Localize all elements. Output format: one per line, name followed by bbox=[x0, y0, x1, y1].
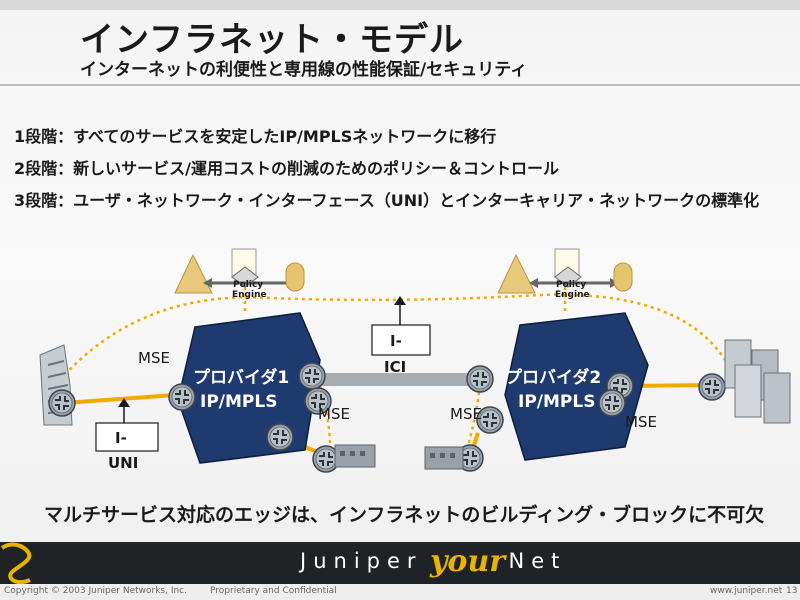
branch-building-icon bbox=[424, 446, 464, 470]
uni-label-top: I- bbox=[115, 429, 127, 447]
step-3: 3段階：ユーザ・ネットワーク・インターフェース（UNI）とインターキャリア・ネッ… bbox=[14, 191, 760, 210]
network-diagram: プロバイダ1 IP/MPLS プロバイダ2 IP/MPLS MSE MSE MS… bbox=[39, 248, 791, 473]
footer-band bbox=[0, 542, 800, 584]
policy-engine-label-1: Policy bbox=[233, 280, 263, 290]
mse-label: MSE bbox=[450, 405, 482, 423]
pyramid-icon bbox=[497, 253, 536, 294]
brand-name: Juniper Net bbox=[300, 549, 566, 573]
policy-engine-left: Policy Engine bbox=[174, 248, 305, 300]
router-icon bbox=[598, 389, 626, 417]
pyramid-icon bbox=[174, 253, 213, 294]
router-icon bbox=[298, 362, 326, 390]
policy-link bbox=[59, 293, 727, 381]
step-1: 1段階：すべてのサービスを安定したIP/MPLSネットワークに移行 bbox=[14, 127, 497, 146]
provider-1-network bbox=[177, 312, 321, 464]
squiggle-icon bbox=[0, 542, 32, 585]
uni-box bbox=[95, 422, 159, 452]
router-icon bbox=[168, 383, 196, 411]
ici-arrowhead bbox=[394, 296, 406, 305]
policy-link bbox=[318, 384, 332, 448]
slide-title: インフラネット・モデル bbox=[80, 20, 464, 60]
uni-arrowhead bbox=[118, 398, 130, 407]
copyright-text: Copyright © 2003 Juniper Networks, Inc. bbox=[4, 586, 187, 596]
footer-url: www.juniper.net bbox=[710, 586, 783, 596]
brand-juniper: Juniper bbox=[300, 549, 423, 573]
confidential-text: Proprietary and Confidential bbox=[210, 586, 337, 596]
router-icon bbox=[266, 423, 294, 451]
ici-box bbox=[371, 324, 431, 356]
database-icon bbox=[613, 262, 633, 292]
top-band bbox=[0, 0, 800, 10]
arrowhead bbox=[529, 278, 538, 288]
policy-engine-label-1: Policy bbox=[556, 280, 586, 290]
provider-2-net: IP/MPLS bbox=[518, 392, 595, 412]
ici-label-top: I- bbox=[390, 332, 402, 350]
server-cluster-icon bbox=[724, 339, 791, 424]
policy-engine-label-2: Engine bbox=[232, 290, 267, 300]
database-icon bbox=[285, 262, 305, 292]
provider-1-name: プロバイダ1 bbox=[193, 367, 289, 388]
policy-engine-label-2: Engine bbox=[555, 290, 590, 300]
step-2: 2段階：新しいサービス/運用コストの削減のためのポリシー＆コントロール bbox=[14, 159, 559, 178]
router-icon bbox=[698, 373, 726, 401]
brand-net: Net bbox=[508, 549, 567, 573]
provider-2-network bbox=[504, 312, 649, 461]
mse-label: MSE bbox=[625, 413, 657, 431]
uni-label-bottom: UNI bbox=[108, 454, 138, 472]
ici-link bbox=[318, 373, 483, 386]
ici-label-bottom: ICI bbox=[384, 358, 406, 376]
provider-1-net: IP/MPLS bbox=[200, 392, 277, 412]
brand-script: your bbox=[430, 544, 506, 579]
router-icon bbox=[48, 389, 76, 417]
mse-label: MSE bbox=[138, 349, 170, 367]
branch-building-icon bbox=[334, 444, 376, 468]
mse-label: MSE bbox=[318, 405, 350, 423]
arrowhead bbox=[203, 278, 212, 288]
policy-engine-right: Policy Engine bbox=[497, 248, 633, 300]
title-divider bbox=[0, 84, 800, 86]
router-icon bbox=[466, 365, 494, 393]
provider-2-name: プロバイダ2 bbox=[505, 367, 601, 388]
page-number: 13 bbox=[786, 586, 798, 596]
conclusion-text: マルチサービス対応のエッジは、インフラネットのビルディング・ブロックに不可欠 bbox=[44, 504, 765, 526]
access-link bbox=[63, 393, 176, 405]
slide-subtitle: インターネットの利便性と専用線の性能保証/セキュリティ bbox=[80, 60, 528, 80]
